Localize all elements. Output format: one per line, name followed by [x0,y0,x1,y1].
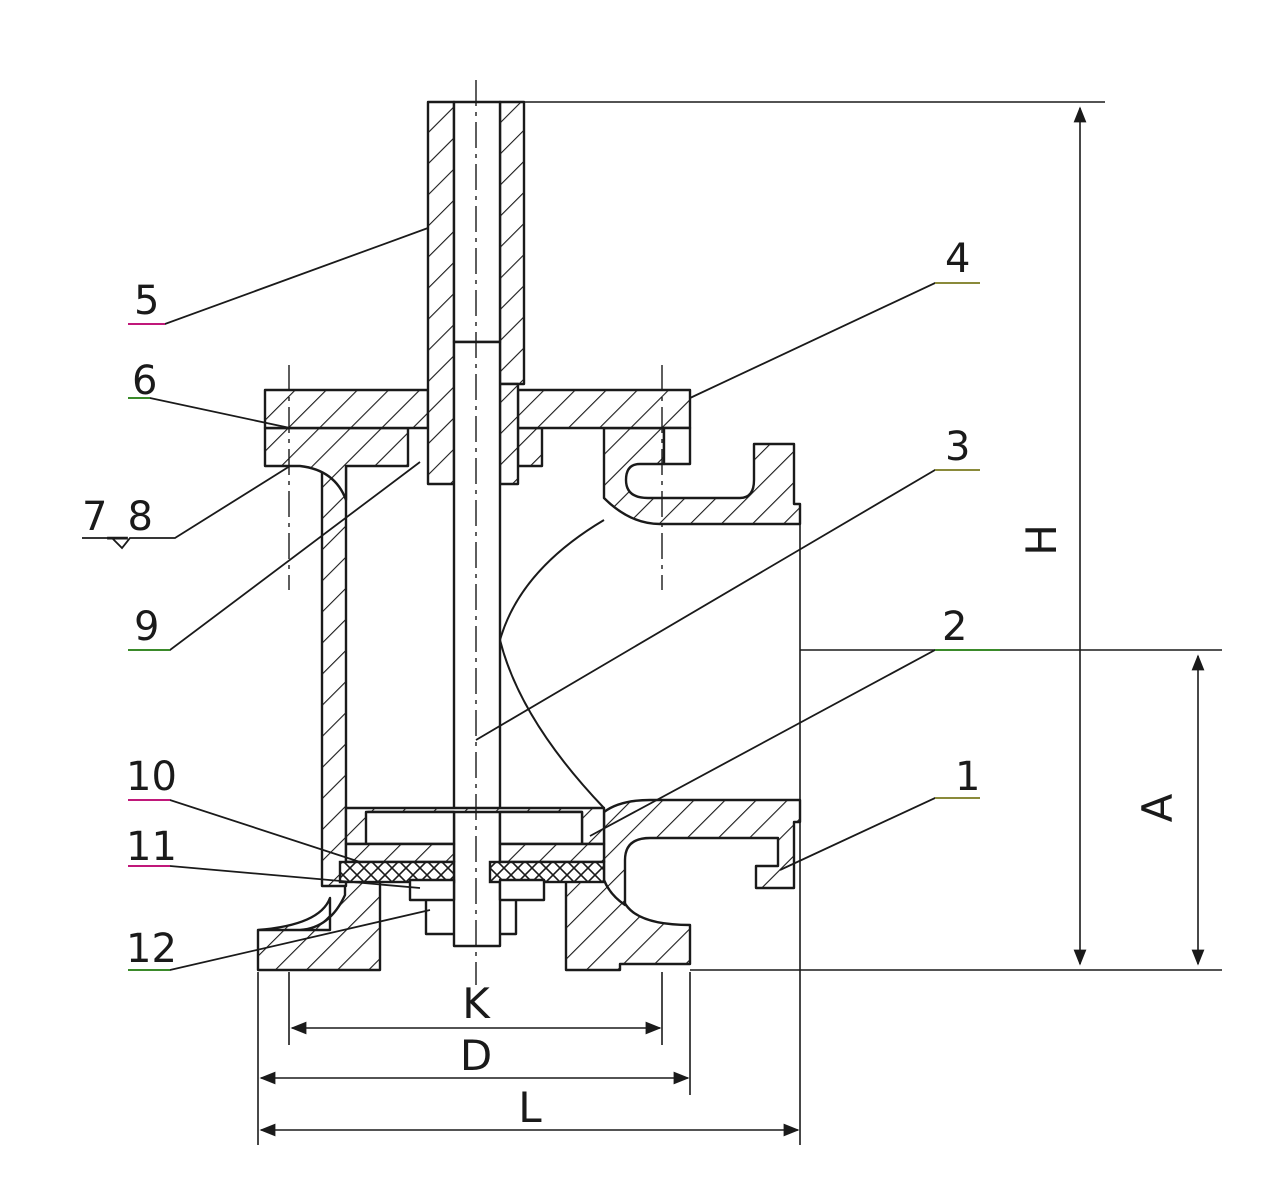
part-label-6: 6 [132,358,157,404]
part-label-9: 9 [134,604,159,650]
dim-label-k: K [462,979,491,1028]
part-label-7-8: 7_8 [82,494,153,540]
part-label-2: 2 [942,604,967,650]
part-label-11: 11 [126,824,177,870]
stem-sleeve [426,100,526,486]
dim-label-a: A [1133,793,1182,822]
dim-label-h: H [1017,524,1066,556]
valve-disc [338,806,606,902]
dimension-lines [257,101,1222,1145]
part-label-3: 3 [945,424,970,470]
part-label-1: 1 [955,754,980,800]
part-label-10: 10 [126,754,177,800]
dim-label-l: L [518,1083,542,1132]
dim-label-d: D [460,1031,492,1080]
part-label-4: 4 [945,236,970,282]
center-lines [288,80,663,985]
valve-stem [452,100,502,948]
part-label-12: 12 [126,926,177,972]
part-label-5: 5 [134,278,159,324]
